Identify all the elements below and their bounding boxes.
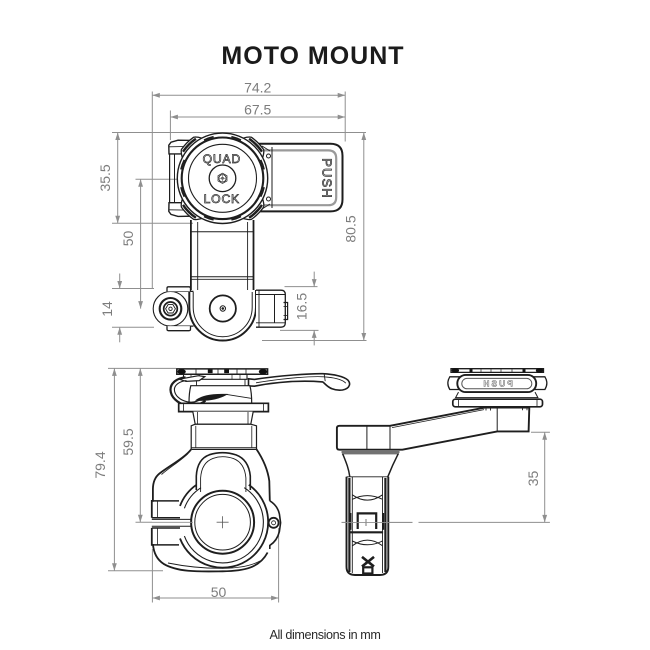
svg-text:59.5: 59.5 <box>120 428 136 455</box>
svg-text:35.5: 35.5 <box>97 164 113 191</box>
svg-text:All dimensions in mm: All dimensions in mm <box>270 628 381 642</box>
svg-text:35: 35 <box>525 471 541 487</box>
svg-text:80.5: 80.5 <box>343 215 359 242</box>
svg-text:50: 50 <box>120 231 136 247</box>
svg-text:LOCK: LOCK <box>204 192 240 206</box>
svg-text:MOTO MOUNT: MOTO MOUNT <box>221 42 404 70</box>
svg-text:79.4: 79.4 <box>92 451 108 478</box>
svg-text:67.5: 67.5 <box>244 101 271 117</box>
svg-text:14: 14 <box>99 301 115 317</box>
svg-text:PUSH: PUSH <box>481 379 513 388</box>
svg-text:16.5: 16.5 <box>294 293 310 320</box>
svg-text:PUSH: PUSH <box>319 158 334 199</box>
svg-text:50: 50 <box>211 584 227 600</box>
svg-text:74.2: 74.2 <box>244 80 271 96</box>
svg-text:QUAD: QUAD <box>203 152 241 166</box>
